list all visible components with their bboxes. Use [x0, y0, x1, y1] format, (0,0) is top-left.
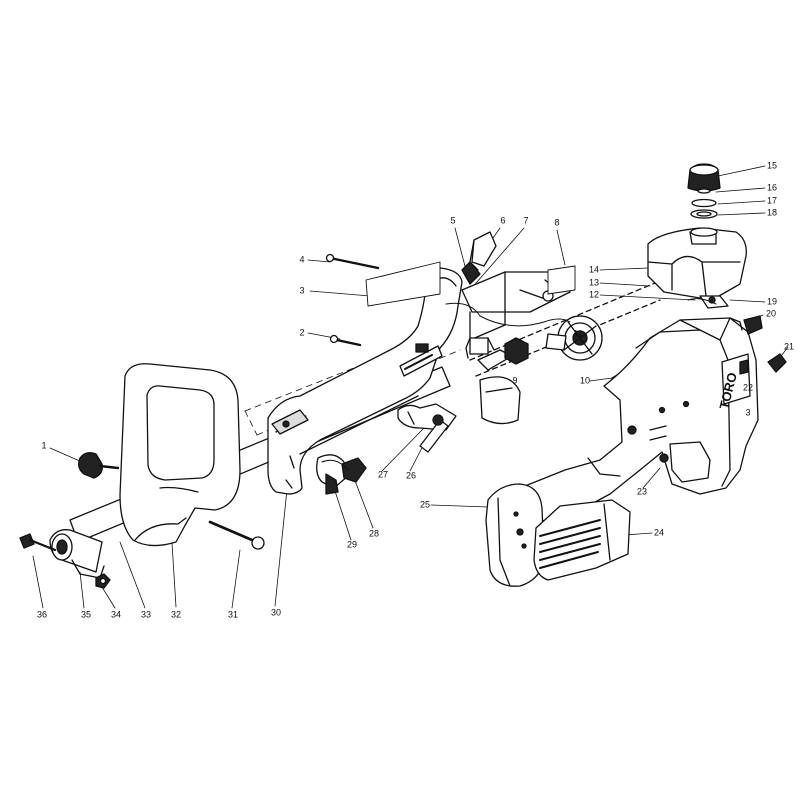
callout-17: 17	[766, 195, 778, 206]
throttle-parts	[317, 404, 456, 494]
callout-31: 31	[227, 609, 239, 620]
callout-3: 3	[299, 285, 305, 296]
clamp-21	[768, 354, 786, 372]
engine-bracket	[446, 272, 632, 424]
callout-22: 22	[742, 382, 754, 393]
muffler-guard	[534, 500, 630, 580]
callout-13: 13	[588, 277, 600, 288]
callout-27: 27	[377, 469, 389, 480]
callout-2: 2	[299, 327, 305, 338]
callout-25: 25	[419, 499, 431, 510]
callout-33: 33	[140, 609, 152, 620]
callout-34: 34	[110, 609, 122, 620]
callout-7: 7	[523, 215, 529, 226]
callout-32: 32	[170, 609, 182, 620]
callout-10: 10	[579, 375, 591, 386]
callout-6: 6	[500, 215, 506, 226]
callout-8: 8	[554, 217, 560, 228]
loop-handle	[120, 364, 240, 546]
callout-35: 35	[80, 609, 92, 620]
callout-29: 29	[346, 539, 358, 550]
handle-clamp	[20, 522, 264, 588]
callout-18: 18	[766, 207, 778, 218]
callout-28: 28	[368, 528, 380, 539]
bolts	[327, 255, 379, 346]
callout-14: 14	[588, 264, 600, 275]
callout-9: 9	[512, 375, 518, 386]
callout-23: 23	[636, 486, 648, 497]
right-housing-shell	[520, 316, 762, 521]
callout-1: 1	[41, 440, 47, 451]
callout-26: 26	[405, 470, 417, 481]
fuel-tank	[648, 164, 746, 308]
callout-24: 24	[653, 527, 665, 538]
callout-4: 4	[299, 254, 305, 265]
callout-21: 21	[783, 341, 795, 352]
decals	[366, 262, 575, 306]
callout-11: 11	[573, 328, 583, 339]
callout-15: 15	[766, 160, 778, 171]
callout-16: 16	[766, 182, 778, 193]
callout-3: 3	[745, 407, 751, 418]
callout-36: 36	[36, 609, 48, 620]
callout-19: 19	[766, 296, 778, 307]
spark-plug-boot	[462, 232, 496, 284]
callout-5: 5	[450, 215, 456, 226]
left-housing-shell	[268, 268, 462, 494]
callout-20: 20	[765, 308, 777, 319]
callout-30: 30	[270, 607, 282, 618]
callout-12: 12	[588, 289, 600, 300]
handle-knob	[79, 453, 118, 478]
